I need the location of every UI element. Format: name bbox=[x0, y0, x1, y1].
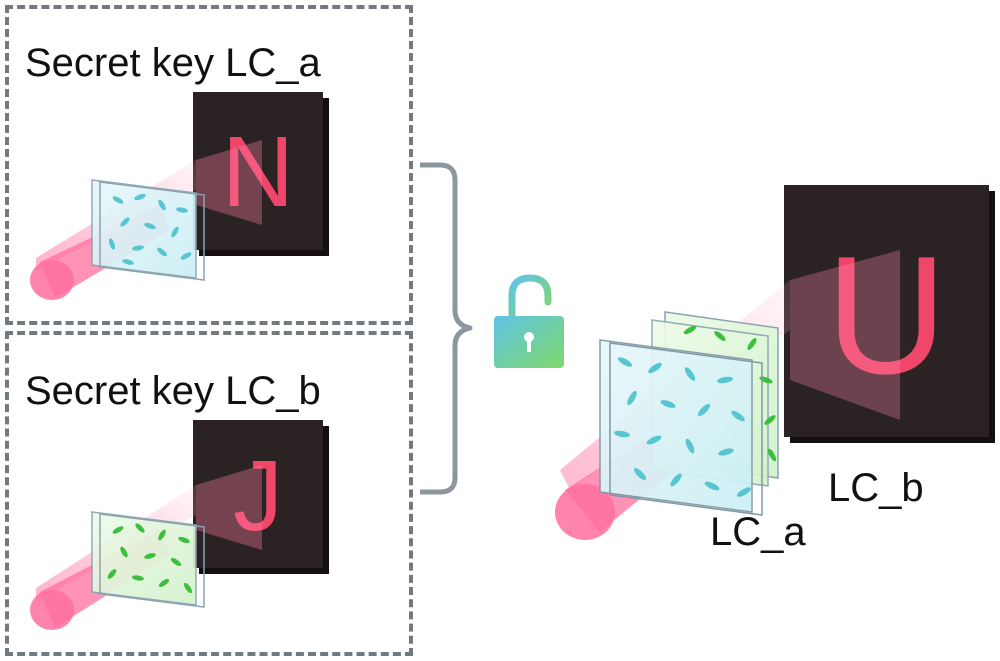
lc-b-plate bbox=[91, 511, 205, 608]
screen-b-letter: J bbox=[233, 440, 283, 552]
screen-combined-letter: U bbox=[825, 221, 948, 409]
lc-stack bbox=[599, 311, 779, 516]
lc-a-molecules bbox=[614, 357, 752, 497]
screen-b: J bbox=[193, 420, 323, 568]
lc-b-molecules bbox=[683, 325, 777, 462]
secret-key-b-title: Secret key LC_b bbox=[25, 369, 321, 413]
unlocked-padlock-icon bbox=[494, 274, 564, 368]
label-lc-b: LC_b bbox=[828, 466, 924, 510]
secret-key-a-title: Secret key LC_a bbox=[25, 41, 321, 85]
screen-a-letter: N bbox=[221, 116, 295, 228]
label-lc-a: LC_a bbox=[710, 510, 806, 554]
secret-key-b-panel: Secret key LC_b bbox=[5, 331, 413, 656]
curly-bracket-icon bbox=[420, 162, 473, 495]
lc-a-plate bbox=[91, 179, 205, 281]
screen-combined: U bbox=[784, 185, 989, 437]
screen-a: N bbox=[193, 92, 323, 250]
secret-key-a-panel: Secret key LC_a bbox=[5, 5, 413, 325]
